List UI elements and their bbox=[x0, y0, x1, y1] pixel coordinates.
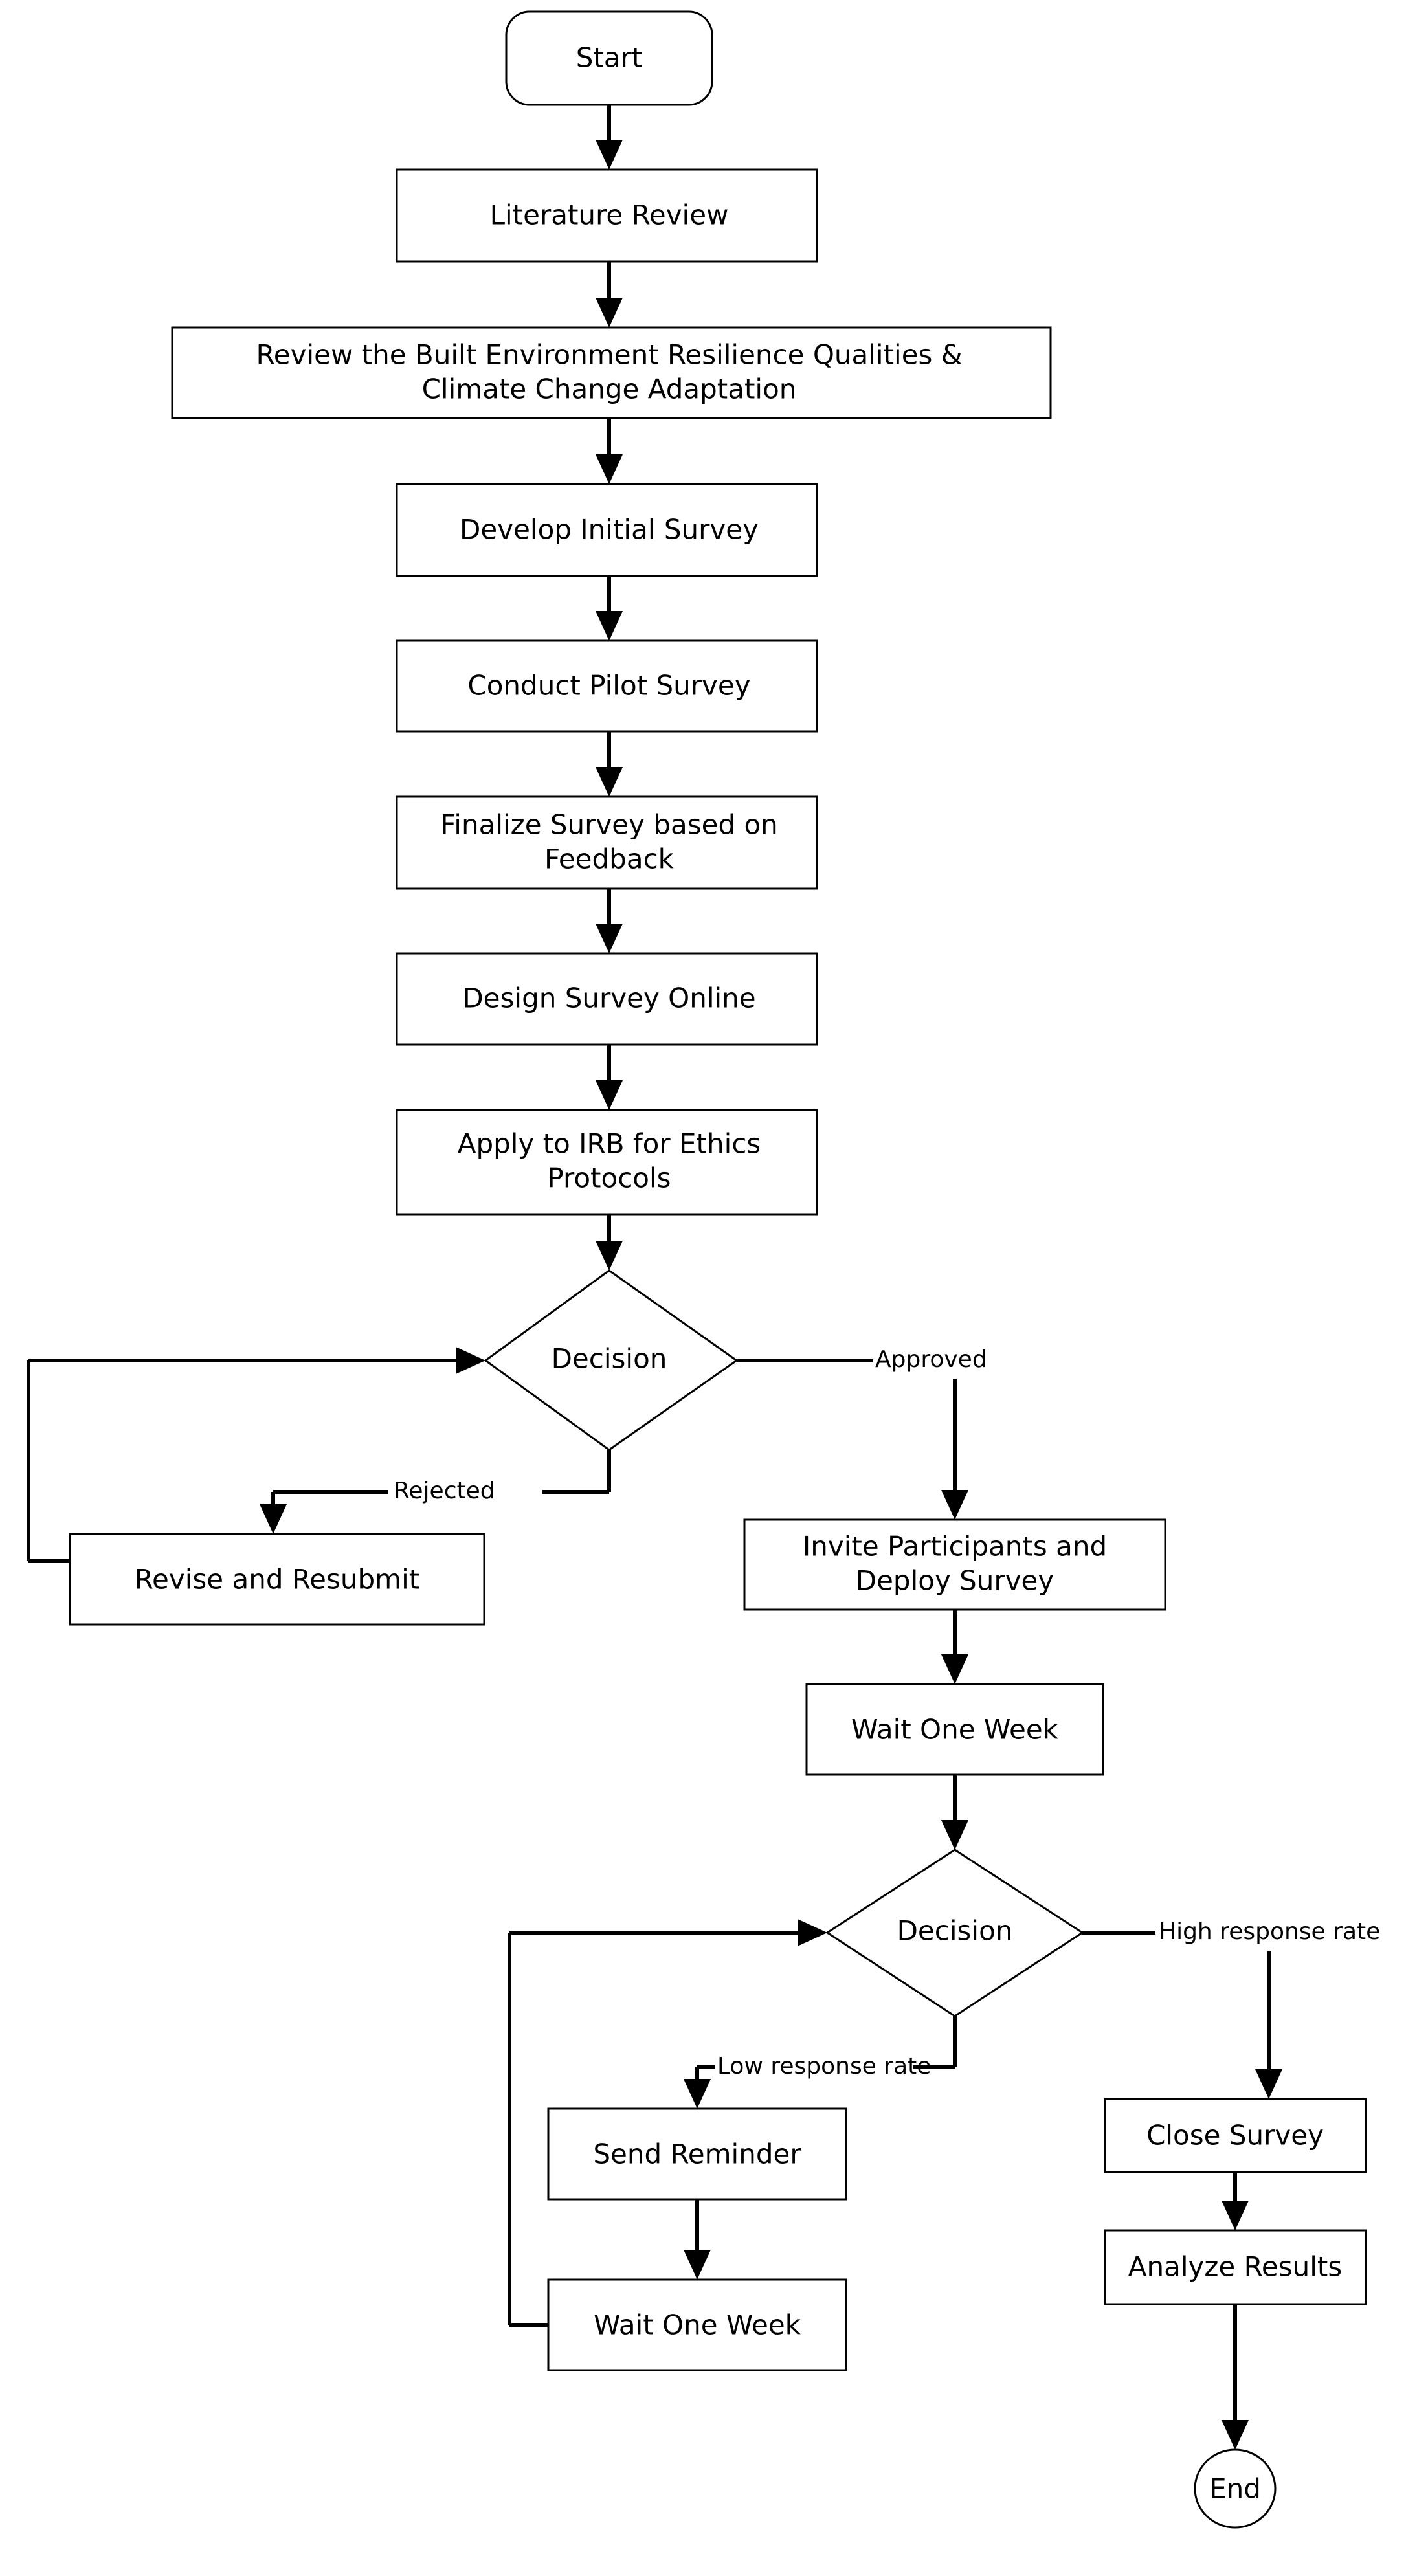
node-analyze-results[interactable]: Analyze Results bbox=[1104, 2229, 1367, 2305]
node-finalize-survey[interactable]: Finalize Survey based on Feedback bbox=[396, 795, 818, 890]
start-shape bbox=[505, 10, 713, 106]
decision-response-label: Decision bbox=[897, 1915, 1013, 1947]
conduct-pilot-survey-shape bbox=[396, 639, 818, 733]
invite-participants-label-line1: Invite Participants and bbox=[803, 1531, 1107, 1562]
edge-design-survey-online-to-apply-irb bbox=[596, 1045, 623, 1110]
node-apply-irb[interactable]: Apply to IRB for Ethics Protocols bbox=[396, 1109, 818, 1216]
finalize-survey-shape bbox=[396, 795, 818, 890]
finalize-survey-label-line1: Finalize Survey based on bbox=[440, 809, 778, 841]
design-survey-online-shape bbox=[396, 952, 818, 1046]
edge-label-low-response-rate: Low response rate bbox=[715, 2049, 931, 2086]
literature-review-label: Literature Review bbox=[490, 199, 729, 231]
approved-label-text: Approved bbox=[875, 1346, 987, 1373]
node-end[interactable]: End bbox=[1194, 2448, 1277, 2529]
node-invite-participants[interactable]: Invite Participants and Deploy Survey bbox=[743, 1518, 1166, 1611]
node-decision-irb[interactable]: Decision bbox=[484, 1269, 739, 1451]
revise-resubmit-label: Revise and Resubmit bbox=[135, 1564, 419, 1595]
edge-review-resilience-to-develop-initial-survey bbox=[596, 418, 623, 484]
edge-label-high-response-rate: High response rate bbox=[1156, 1914, 1383, 1951]
edge-close-survey-to-analyze-results bbox=[1222, 2172, 1249, 2230]
edge-finalize-survey-to-design-survey-online bbox=[596, 889, 623, 953]
edge-decision-irb-approved bbox=[737, 1359, 968, 1520]
apply-irb-label-line1: Apply to IRB for Ethics bbox=[458, 1128, 761, 1160]
node-close-survey[interactable]: Close Survey bbox=[1104, 2098, 1367, 2173]
high-response-rate-label-text: High response rate bbox=[1159, 1918, 1380, 1945]
edge-decision-irb-rejected bbox=[260, 1450, 611, 1534]
node-start[interactable]: Start bbox=[505, 10, 713, 106]
develop-initial-survey-label: Develop Initial Survey bbox=[460, 514, 759, 546]
send-reminder-shape bbox=[547, 2107, 847, 2201]
node-revise-resubmit[interactable]: Revise and Resubmit bbox=[69, 1533, 485, 1626]
edge-revise-resubmit-loop-to-decision-irb bbox=[27, 1347, 485, 1563]
low-response-rate-label-text: Low response rate bbox=[717, 2053, 931, 2080]
node-conduct-pilot-survey[interactable]: Conduct Pilot Survey bbox=[396, 639, 818, 733]
edge-invite-participants-to-wait-one-week-1 bbox=[941, 1610, 968, 1684]
node-decision-response[interactable]: Decision bbox=[825, 1849, 1084, 2017]
edge-analyze-results-to-end bbox=[1222, 2304, 1249, 2450]
analyze-results-label: Analyze Results bbox=[1128, 2251, 1343, 2283]
design-survey-online-label: Design Survey Online bbox=[462, 983, 755, 1014]
apply-irb-label-line2: Protocols bbox=[547, 1162, 671, 1194]
node-literature-review[interactable]: Literature Review bbox=[396, 168, 818, 263]
wait-one-week-2-shape bbox=[547, 2278, 847, 2371]
invite-participants-label-line2: Deploy Survey bbox=[856, 1565, 1054, 1597]
edge-literature-review-to-review-resilience bbox=[596, 261, 623, 328]
finalize-survey-label-line2: Feedback bbox=[544, 843, 675, 875]
wait-one-week-2-label: Wait One Week bbox=[594, 2309, 801, 2341]
node-develop-initial-survey[interactable]: Develop Initial Survey bbox=[396, 483, 818, 577]
review-resilience-label-line1: Review the Built Environment Resilience … bbox=[256, 339, 962, 371]
start-label: Start bbox=[576, 42, 643, 74]
edge-send-reminder-to-wait-one-week-2 bbox=[684, 2199, 711, 2280]
node-wait-one-week-1[interactable]: Wait One Week bbox=[805, 1683, 1104, 1776]
apply-irb-shape bbox=[396, 1109, 818, 1216]
wait-one-week-1-shape bbox=[805, 1683, 1104, 1776]
edge-label-approved: Approved bbox=[873, 1341, 1010, 1379]
conduct-pilot-survey-label: Conduct Pilot Survey bbox=[467, 670, 750, 702]
send-reminder-label: Send Reminder bbox=[593, 2138, 801, 2170]
rejected-label-text: Rejected bbox=[394, 1478, 495, 1504]
wait-one-week-1-label: Wait One Week bbox=[851, 1714, 1059, 1746]
edge-develop-initial-survey-to-conduct-pilot-survey bbox=[596, 576, 623, 641]
end-label: End bbox=[1209, 2473, 1261, 2505]
decision-irb-label: Decision bbox=[552, 1343, 667, 1375]
decision-irb-shape bbox=[484, 1269, 739, 1451]
literature-review-shape bbox=[396, 168, 818, 263]
develop-initial-survey-shape bbox=[396, 483, 818, 577]
close-survey-shape bbox=[1104, 2098, 1367, 2173]
edge-start-to-literature-review bbox=[596, 105, 623, 170]
edge-decision-response-high bbox=[1082, 1931, 1282, 2099]
edge-wait-one-week-1-to-decision-response bbox=[941, 1775, 968, 1850]
node-send-reminder[interactable]: Send Reminder bbox=[547, 2107, 847, 2201]
edge-label-rejected: Rejected bbox=[391, 1473, 541, 1509]
review-resilience-label-line2: Climate Change Adaptation bbox=[422, 373, 797, 405]
close-survey-label: Close Survey bbox=[1146, 2120, 1324, 2151]
edge-wait-one-week-2-loop-to-decision-response bbox=[508, 1919, 827, 2327]
edge-conduct-pilot-survey-to-finalize-survey bbox=[596, 731, 623, 797]
decision-response-shape bbox=[825, 1849, 1084, 2017]
revise-resubmit-shape bbox=[69, 1533, 485, 1626]
node-review-resilience[interactable]: Review the Built Environment Resilience … bbox=[171, 326, 1052, 419]
analyze-results-shape bbox=[1104, 2229, 1367, 2305]
end-shape bbox=[1194, 2448, 1277, 2529]
node-wait-one-week-2[interactable]: Wait One Week bbox=[547, 2278, 847, 2371]
edge-apply-irb-to-decision-irb bbox=[596, 1214, 623, 1271]
review-resilience-shape bbox=[171, 326, 1052, 419]
node-design-survey-online[interactable]: Design Survey Online bbox=[396, 952, 818, 1046]
invite-participants-shape bbox=[743, 1518, 1166, 1611]
